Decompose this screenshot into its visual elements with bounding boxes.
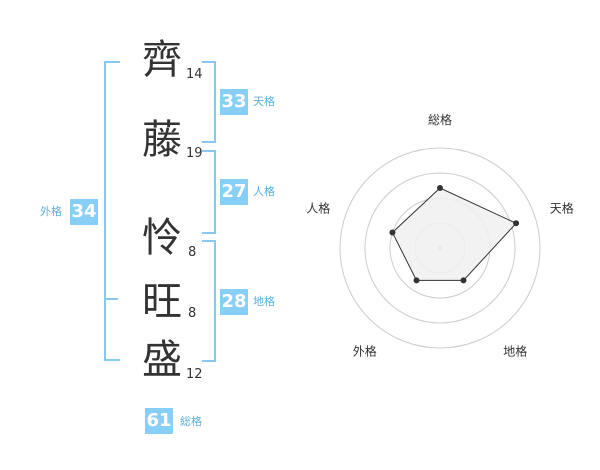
jinkaku-bracket [202, 150, 216, 234]
radar-axis-label-2: 天格 [550, 200, 574, 215]
radar-polygon [391, 187, 517, 281]
radar-ring-3 [364, 172, 516, 324]
radar-point-5 [389, 229, 396, 236]
stroke-count-5: 12 [186, 367, 203, 382]
tenkaku-bracket [202, 61, 216, 143]
gaikaku-bracket-divider [104, 298, 118, 300]
tenkaku-label: 天格 [253, 95, 275, 108]
radar-axis-label-1: 総格 [428, 112, 452, 127]
radar-shape [389, 185, 520, 284]
chikaku-value: 28 [220, 289, 248, 315]
name-char-4: 旺 [142, 279, 182, 325]
soukaku-label: 総格 [180, 415, 202, 428]
stroke-count-4: 8 [188, 306, 197, 321]
name-char-1: 齊 [142, 37, 182, 83]
radar-point-1 [437, 185, 443, 191]
gaikaku-value: 34 [70, 199, 98, 225]
radar-ring-4 [339, 147, 541, 349]
radar-grid [339, 147, 541, 349]
gaikaku-label: 外格 [40, 205, 62, 218]
radar-point-2 [513, 220, 520, 227]
name-char-3: 怜 [142, 215, 182, 261]
radar-axis-label-4: 外格 [353, 344, 377, 359]
stroke-count-1: 14 [186, 67, 203, 82]
tenkaku-value: 33 [220, 89, 248, 115]
name-char-5: 盛 [142, 337, 182, 383]
name-char-2: 藤 [142, 117, 182, 163]
radar-point-3 [460, 277, 467, 284]
soukaku-value: 61 [145, 408, 173, 434]
radar-axis-label-3: 地格 [503, 344, 527, 359]
stroke-count-3: 8 [188, 245, 197, 260]
gaikaku-bracket [104, 61, 120, 361]
chikaku-bracket [202, 240, 216, 362]
jinkaku-label: 人格 [253, 185, 275, 198]
jinkaku-value: 27 [220, 179, 248, 205]
chikaku-label: 地格 [253, 295, 275, 308]
radar-point-4 [413, 277, 420, 284]
radar-axis-label-5: 人格 [306, 200, 330, 215]
stroke-count-2: 19 [186, 146, 203, 161]
